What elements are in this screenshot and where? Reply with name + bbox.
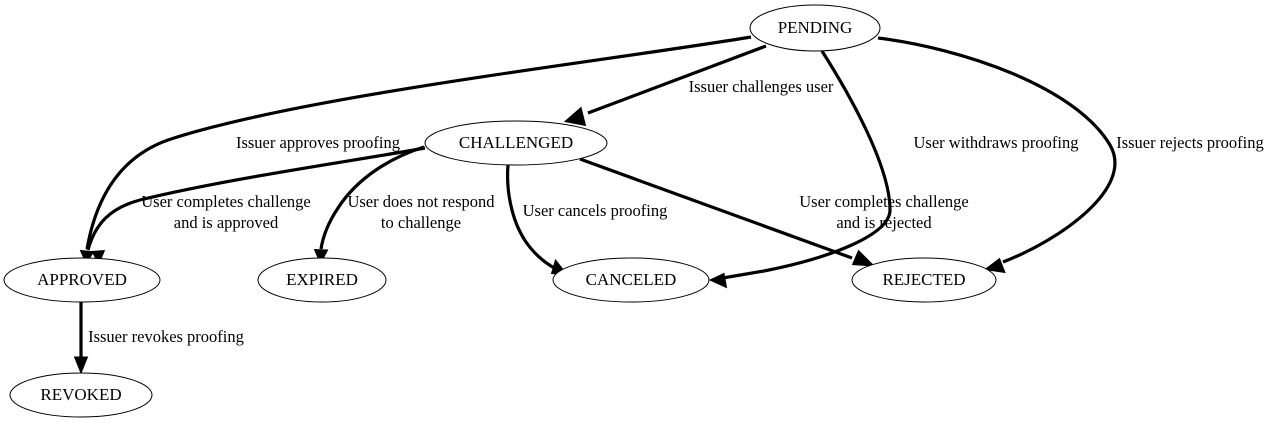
edge-label-pending-approved: Issuer approves proofing [236,133,400,152]
edge-challenged-expired-path [319,145,425,250]
edge-challenged-rejected[interactable] [579,157,876,267]
node-pending-ellipse [749,4,881,52]
edge-label-challenged-expired-line1: User does not respond [347,192,495,211]
node-revoked-label: REVOKED [40,385,121,404]
edge-label-challenged-approved: User completes challenge and is approved [141,192,311,232]
edge-label-pending-challenged: Issuer challenges user [689,77,834,96]
edge-label-challenged-approved-line2: and is approved [174,213,279,232]
edge-challenged-canceled-path [506,164,557,271]
node-expired-label: EXPIRED [286,270,358,289]
edge-pending-rejected-arrowhead [983,257,1006,274]
node-approved-label: APPROVED [37,270,127,289]
edge-label-challenged-rejected-line1: User completes challenge [799,192,969,211]
edge-label-challenged-rejected: User completes challenge and is rejected [799,192,969,232]
edge-challenged-expired-arrowhead [313,248,329,265]
edge-challenged-approved[interactable] [86,146,426,266]
edge-label-challenged-rejected-line2: and is rejected [836,213,932,232]
edge-pending-challenged-path [587,44,767,115]
node-canceled-ellipse [552,257,710,303]
edge-label-challenged-canceled: User cancels proofing [523,201,668,220]
edge-pending-canceled[interactable] [708,50,892,289]
node-revoked[interactable]: REVOKED [9,372,153,418]
node-revoked-ellipse [9,372,153,418]
edge-label-challenged-expired-line2: to challenge [381,213,461,232]
edge-label-pending-canceled: User withdraws proofing [914,133,1079,152]
edge-challenged-rejected-arrowhead [851,249,876,267]
node-challenged-ellipse [424,120,608,166]
edge-challenged-expired[interactable] [313,145,425,265]
node-pending[interactable]: PENDING [749,4,881,52]
edge-pending-canceled-arrowhead [708,272,728,289]
node-pending-label: PENDING [778,18,853,37]
edge-label-approved-revoked: Issuer revokes proofing [88,327,244,346]
node-expired-ellipse [257,257,387,303]
edge-pending-challenged[interactable] [563,44,767,127]
edge-pending-approved-path [85,35,752,250]
edge-pending-challenged-arrowhead [563,106,587,127]
node-challenged[interactable]: CHALLENGED [424,120,608,166]
node-challenged-label: CHALLENGED [459,133,573,152]
edge-pending-canceled-path [763,50,892,273]
edge-label-challenged-approved-line1: User completes challenge [141,192,311,211]
node-rejected-label: REJECTED [882,270,965,289]
node-rejected-ellipse [851,257,997,303]
edge-label-challenged-expired: User does not respond to challenge [347,192,495,232]
node-expired[interactable]: EXPIRED [257,257,387,303]
edge-approved-revoked-arrowhead [73,356,89,375]
edge-pending-canceled-tail [713,269,765,282]
edge-label-pending-rejected: Issuer rejects proofing [1116,133,1264,152]
edge-challenged-approved-path [86,146,426,251]
edge-pending-rejected-path [877,36,1117,264]
edge-approved-revoked[interactable] [73,302,89,375]
edge-challenged-approved-arrowhead [91,250,106,266]
node-approved[interactable]: APPROVED [3,257,161,303]
edge-challenged-rejected-path [579,157,853,260]
node-canceled[interactable]: CANCELED [552,257,710,303]
edge-pending-rejected[interactable] [877,36,1117,274]
node-canceled-label: CANCELED [586,270,677,289]
node-rejected[interactable]: REJECTED [851,257,997,303]
node-approved-ellipse [3,257,161,303]
